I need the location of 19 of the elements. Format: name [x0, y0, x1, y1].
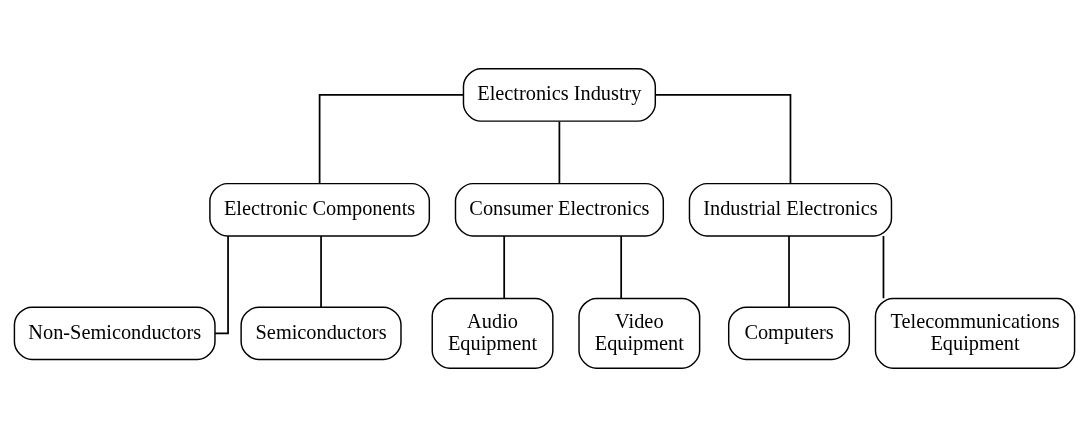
connector [654, 94, 792, 185]
connector [318, 94, 465, 185]
connector [558, 120, 561, 185]
node-box: Telecommunications Equipment [874, 297, 1076, 369]
node-box: Electronics Industry [462, 68, 657, 122]
connector [620, 235, 623, 300]
node-box: Video Equipment [578, 297, 701, 369]
node-box: Non-Semiconductors [13, 306, 216, 361]
node-box: Consumer Electronics [454, 182, 665, 237]
connector [503, 235, 506, 300]
connector [214, 235, 229, 335]
node-box: Semiconductors [240, 306, 402, 361]
node-box: Electronic Components [209, 182, 431, 237]
connector [320, 235, 322, 308]
connector [882, 235, 885, 300]
node-box: Industrial Electronics [688, 182, 893, 237]
node-box: Computers [727, 306, 851, 361]
node-box: Audio Equipment [431, 297, 554, 369]
connector [788, 235, 790, 308]
